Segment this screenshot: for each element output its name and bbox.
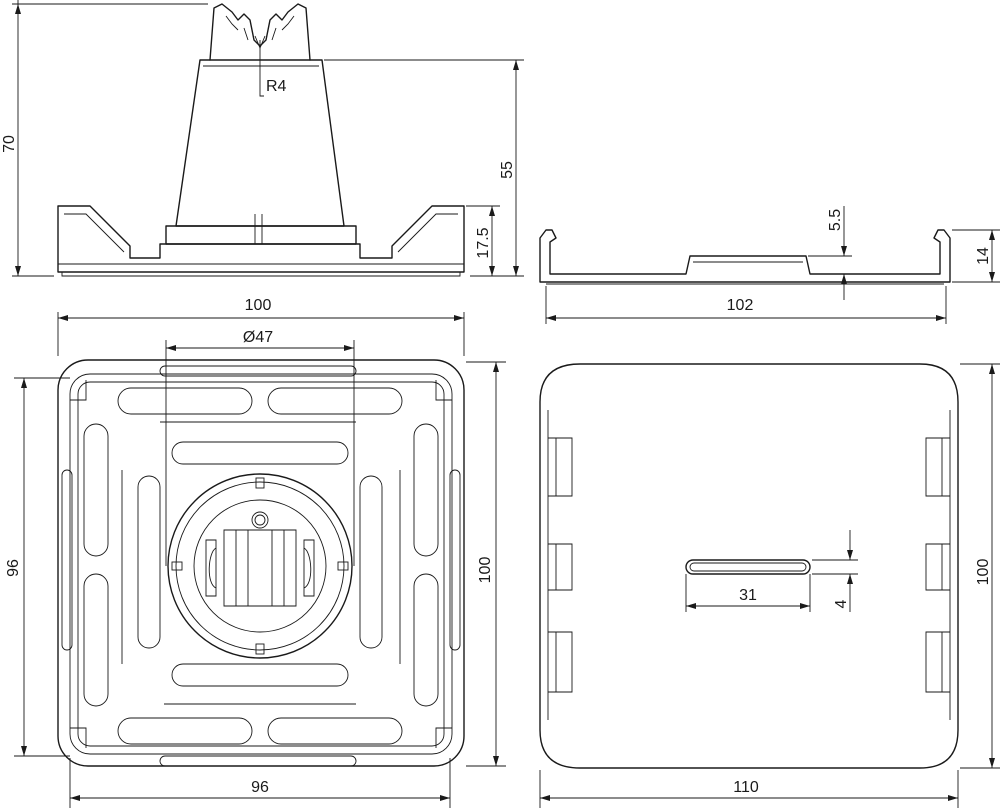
dim-14: 14 bbox=[975, 247, 992, 265]
side-view: R4 70 55 17.5 bbox=[1, 0, 524, 277]
dim-100-lid: 100 bbox=[975, 559, 992, 586]
dim-4: 4 bbox=[833, 599, 850, 608]
dim-31: 31 bbox=[739, 587, 757, 604]
dim-r4: R4 bbox=[266, 78, 287, 95]
dim-5-5: 5.5 bbox=[827, 209, 844, 231]
dim-96-left: 96 bbox=[5, 559, 22, 577]
dim-110: 110 bbox=[733, 779, 759, 796]
side-ribs bbox=[61, 272, 461, 277]
lid-top-outline bbox=[539, 363, 959, 769]
top-center-ring bbox=[167, 473, 353, 659]
dim-17-5: 17.5 bbox=[475, 227, 492, 258]
dim-100-top: 100 bbox=[245, 297, 272, 314]
dim-d47: Ø47 bbox=[243, 329, 273, 346]
top-center-clip bbox=[205, 529, 315, 607]
lid-profile bbox=[539, 229, 951, 283]
dim-100-right: 100 bbox=[477, 557, 494, 584]
dim-96-bottom: 96 bbox=[251, 779, 269, 796]
dim-70: 70 bbox=[1, 135, 18, 153]
top-view: 100 Ø47 96 100 96 bbox=[5, 297, 506, 808]
lid-side-view: 5.5 14 102 bbox=[539, 206, 1000, 324]
top-outer-frame bbox=[57, 359, 465, 767]
lid-top-view: 31 4 100 110 bbox=[539, 363, 1000, 808]
lid-slot bbox=[685, 559, 811, 575]
dim-55: 55 bbox=[499, 161, 516, 179]
dim-102: 102 bbox=[727, 297, 754, 314]
side-base bbox=[57, 205, 465, 273]
